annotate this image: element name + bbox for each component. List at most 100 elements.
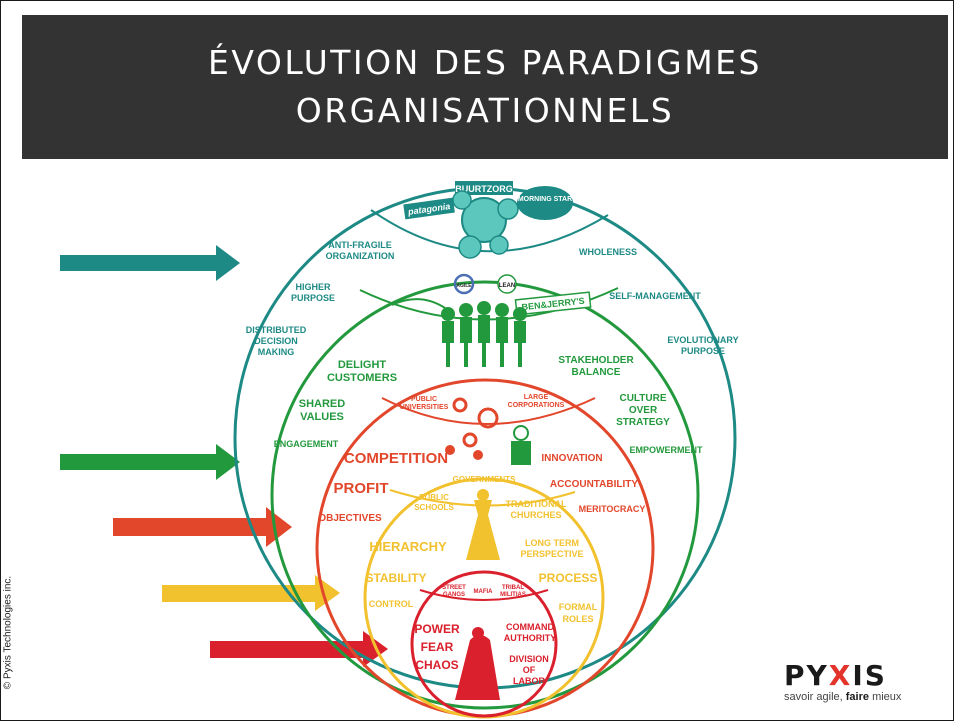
green-label: STAKEHOLDER xyxy=(558,355,634,366)
bubble-large xyxy=(461,197,507,243)
teal-label: PURPOSE xyxy=(291,293,335,303)
red-ring-illustration xyxy=(455,627,500,700)
arrow-orange xyxy=(113,507,292,547)
green-label: CUSTOMERS xyxy=(327,372,397,384)
arrow-teal xyxy=(60,245,240,281)
red-label: OF xyxy=(523,665,536,675)
green-label: BALANCE xyxy=(572,367,621,378)
title-bar: ÉVOLUTION DES PARADIGMES ORGANISATIONNEL… xyxy=(22,15,948,159)
buurtzorg-logo xyxy=(455,181,513,195)
teal-label: HIGHER xyxy=(295,282,331,292)
orange-segment-arc xyxy=(381,397,596,425)
green-ring-illustration: AGILE LEAN BEN&JERRY'S xyxy=(391,273,592,367)
orange-label: MERITOCRACY xyxy=(579,504,646,514)
orange-label: UNIVERSITIES xyxy=(400,404,449,411)
person-icon xyxy=(513,425,529,441)
slide-title-line1: ÉVOLUTION DES PARADIGMES xyxy=(208,43,762,82)
amber-label: PROCESS xyxy=(539,571,598,585)
green-label: EMPOWERMENT xyxy=(630,445,704,455)
gear-icon xyxy=(462,432,478,448)
lean-logo-text: LEAN xyxy=(499,283,515,289)
bubble xyxy=(497,198,519,220)
amber-ring-illustration xyxy=(466,489,500,560)
orange-label: PROFIT xyxy=(334,480,389,497)
bubble xyxy=(458,235,482,259)
orange-ring-illustration xyxy=(445,397,531,465)
orange-label: PUBLIC xyxy=(411,396,437,403)
teal-label: DISTRIBUTED xyxy=(246,325,307,335)
slide-title-line2: ORGANISATIONNELS xyxy=(295,91,675,130)
amber-label: HIERARCHY xyxy=(369,539,447,554)
gear-icon xyxy=(445,445,455,455)
wolf-figure-head xyxy=(472,627,484,639)
red-label: GANGS xyxy=(443,592,465,598)
teal-label: ORGANIZATION xyxy=(326,251,395,261)
orange-label: LARGE xyxy=(524,394,549,401)
ring-red xyxy=(410,570,558,718)
red-segment-arc xyxy=(419,589,549,601)
red-label: TRIBAL xyxy=(502,585,524,591)
orange-label: INNOVATION xyxy=(541,453,602,464)
gear-icon xyxy=(452,397,468,413)
green-label: CULTURE xyxy=(619,393,666,404)
amber-label: PERSPECTIVE xyxy=(520,549,583,559)
green-label: STRATEGY xyxy=(616,417,670,428)
ring-teal xyxy=(233,186,737,690)
morning-star-logo xyxy=(517,186,573,220)
people-group-icon xyxy=(441,301,527,367)
gear-icon xyxy=(473,450,483,460)
gear-icon xyxy=(477,407,499,429)
green-label: OVER xyxy=(629,405,658,416)
green-label: SHARED xyxy=(299,398,346,410)
red-label: FEAR xyxy=(421,640,454,654)
amber-label: FORMAL xyxy=(559,602,598,612)
amber-label: STABILITY xyxy=(365,571,426,585)
teal-label: WHOLENESS xyxy=(579,247,637,257)
red-label: STREET xyxy=(442,585,466,591)
green-label: DELIGHT xyxy=(338,359,387,371)
orange-label: CORPORATIONS xyxy=(508,402,565,409)
amber-label: SCHOOLS xyxy=(414,503,454,512)
person-icon-body xyxy=(511,441,531,465)
red-label: MAFIA xyxy=(474,589,494,595)
amber-label: PUBLIC xyxy=(419,493,449,502)
arrow-amber xyxy=(162,575,340,611)
arrow-green xyxy=(60,444,240,480)
orange-label: ACCOUNTABILITY xyxy=(550,479,638,490)
morning-star-logo-text: MORNING STAR xyxy=(518,196,572,203)
teal-label: SELF-MANAGEMENT xyxy=(609,291,701,301)
agile-logo xyxy=(453,273,475,295)
pyxis-tagline: savoir agile, faire mieux xyxy=(784,691,902,703)
teal-label: ANTI-FRAGILE xyxy=(328,240,392,250)
patagonia-logo xyxy=(403,197,455,220)
ring-green xyxy=(270,280,700,710)
pyxis-logo: PYXIS savoir agile, faire mieux xyxy=(784,662,924,704)
bubble xyxy=(452,190,472,210)
green-label: ENGAGEMENT xyxy=(274,439,339,449)
red-label: DIVISION xyxy=(509,654,549,664)
green-label: VALUES xyxy=(300,411,344,423)
buurtzorg-logo-text: BUURTZORG xyxy=(455,184,513,194)
lean-logo xyxy=(497,274,517,294)
amber-label: GOVERNMENTS xyxy=(453,475,516,484)
bubble xyxy=(489,235,509,255)
teal-label: PURPOSE xyxy=(681,346,725,356)
teal-label: EVOLUTIONARY xyxy=(667,335,738,345)
wolf-figure-icon xyxy=(455,635,500,700)
official-figure-head xyxy=(477,489,489,501)
amber-label: TRADITIONAL xyxy=(506,499,567,509)
amber-label: CONTROL xyxy=(369,599,414,609)
red-label: MILITIAS xyxy=(500,592,526,598)
amber-label: CHURCHES xyxy=(510,510,561,520)
teal-label: DECISION xyxy=(254,336,298,346)
teal-ring-illustration: BUURTZORG patagonia MORNING STAR xyxy=(403,181,573,259)
red-label: LABOR xyxy=(513,676,545,686)
orange-label: COMPETITION xyxy=(344,450,448,467)
ben-jerrys-logo xyxy=(514,291,592,316)
amber-label: LONG TERM xyxy=(525,538,579,548)
wings-icon xyxy=(391,298,446,309)
teal-segment-arc xyxy=(370,209,609,253)
red-label: COMMAND xyxy=(506,622,554,632)
orange-label: OBJECTIVES xyxy=(318,513,382,524)
